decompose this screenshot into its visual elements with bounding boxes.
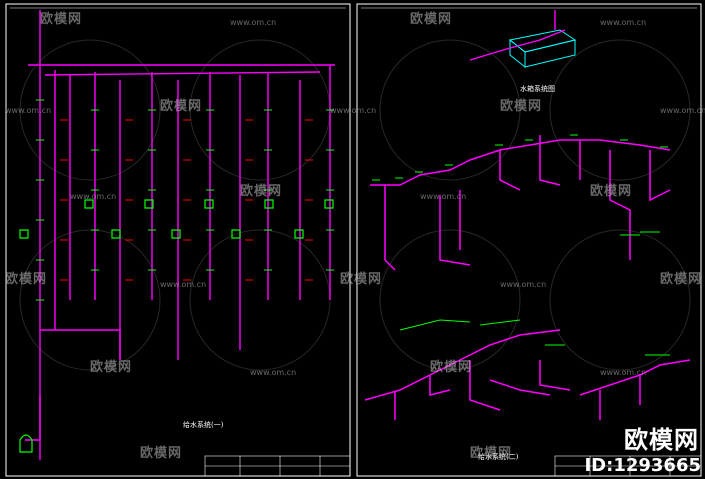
- watermark-4: 欧模网: [500, 99, 543, 114]
- left-title-block: [204, 455, 351, 477]
- watermark-6: 欧模网: [590, 184, 633, 199]
- left-sheet-caption: 给水系统(一): [183, 421, 224, 429]
- upper-branch-system: [370, 135, 671, 271]
- water-tank-diagram: [508, 29, 577, 69]
- watermark-url-9: www.om.cn: [500, 280, 547, 289]
- watermark-url-5: www.om.cn: [660, 106, 705, 115]
- watermark-10: 欧模网: [90, 360, 133, 375]
- watermark-url-8: www.om.cn: [160, 280, 207, 289]
- right-sheet-caption: 给水系统(二): [478, 453, 519, 461]
- watermark-5: 欧模网: [240, 184, 283, 199]
- watermark-url-2: www.om.cn: [600, 18, 647, 27]
- brand-id-text: ID:1293665: [584, 455, 701, 476]
- right-sheet-frame: [356, 3, 702, 477]
- watermark-url-3: www.om.cn: [5, 106, 52, 115]
- watermark-url-7: www.om.cn: [420, 192, 467, 201]
- watermark-9: 欧模网: [660, 272, 703, 287]
- tank-diagram-caption: 水箱系统图: [520, 85, 555, 93]
- watermark-url-11: www.om.cn: [600, 368, 647, 377]
- right-title-block: [554, 455, 702, 477]
- brand-logo-text: 欧模网: [624, 426, 699, 454]
- watermark-url-1: www.om.cn: [230, 18, 277, 27]
- watermark-3: 欧模网: [160, 99, 203, 114]
- watermark-url-10: www.om.cn: [250, 368, 297, 377]
- watermark-7: 欧模网: [5, 272, 48, 287]
- watermark-8: 欧模网: [340, 272, 383, 287]
- watermark-12: 欧模网: [140, 446, 183, 461]
- watermark-2: 欧模网: [410, 12, 453, 27]
- watermark-url-6: www.om.cn: [70, 192, 117, 201]
- watermark-11: 欧模网: [430, 360, 473, 375]
- watermark-url-4: www.om.cn: [330, 106, 377, 115]
- watermark-13: 欧模网: [470, 446, 513, 461]
- left-sheet-frame: [5, 3, 351, 477]
- watermark-1: 欧模网: [40, 12, 83, 27]
- lower-branch-system: [364, 329, 691, 420]
